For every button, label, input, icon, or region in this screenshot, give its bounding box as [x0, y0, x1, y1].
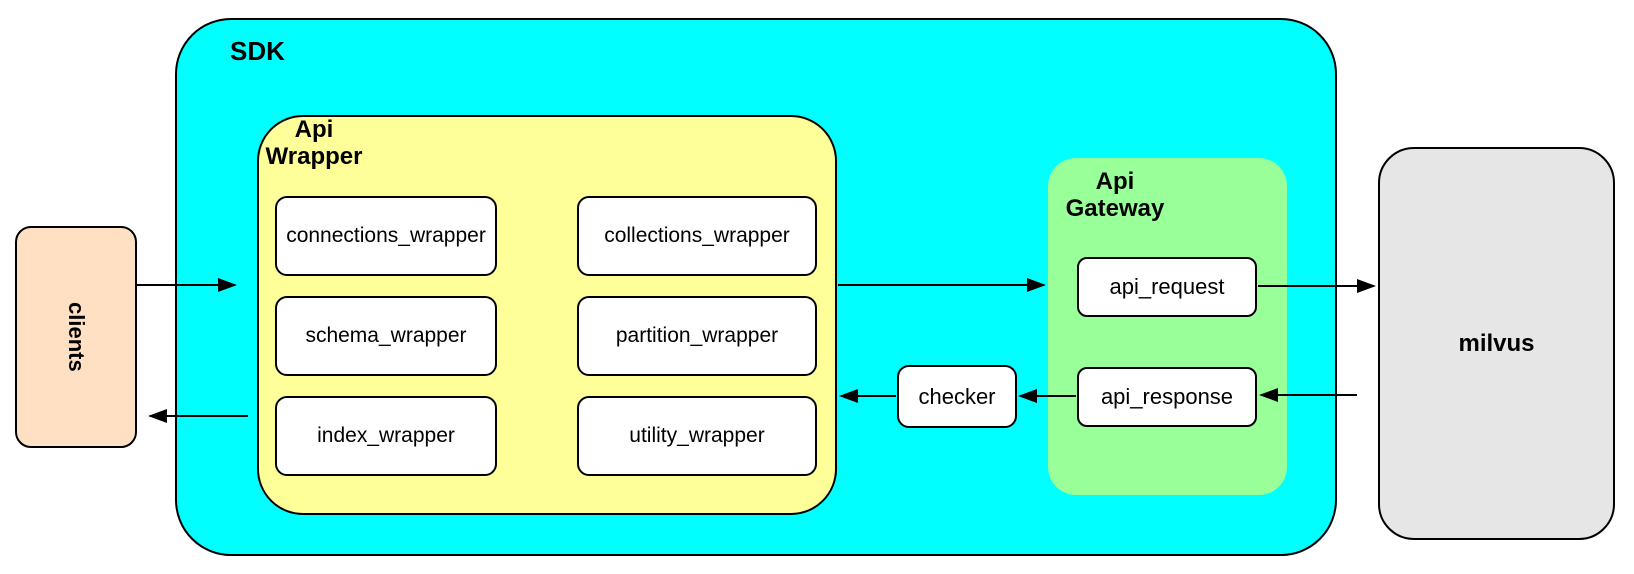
collections-wrapper-box: collections_wrapper [577, 196, 817, 276]
api-response-label: api_response [1100, 384, 1234, 409]
api-request-label: api_request [1109, 274, 1225, 299]
sdk-label: SDK [230, 36, 285, 66]
api-response-box: api_response [1077, 367, 1257, 427]
partition-wrapper-label: partition_wrapper [615, 324, 779, 347]
schema-wrapper-box: schema_wrapper [275, 296, 497, 376]
api-wrapper-label: Api Wrapper [265, 116, 363, 170]
index-wrapper-label: index_wrapper [317, 424, 455, 447]
clients-label: clients [64, 302, 89, 372]
schema-wrapper-label: schema_wrapper [305, 324, 467, 347]
milvus-label: milvus [1458, 329, 1535, 357]
checker-box: checker [897, 365, 1017, 428]
utility-wrapper-box: utility_wrapper [577, 396, 817, 476]
checker-label: checker [918, 383, 996, 409]
index-wrapper-box: index_wrapper [275, 396, 497, 476]
utility-wrapper-label: utility_wrapper [629, 424, 765, 447]
api-gateway-label: Api Gateway [1065, 168, 1165, 222]
api-request-box: api_request [1077, 257, 1257, 317]
connections-wrapper-box: connections_wrapper [275, 196, 497, 276]
api-gateway-box [1048, 158, 1287, 495]
collections-wrapper-label: collections_wrapper [604, 224, 790, 247]
partition-wrapper-box: partition_wrapper [577, 296, 817, 376]
connections-wrapper-label: connections_wrapper [286, 224, 486, 247]
milvus-box: milvus [1378, 147, 1615, 540]
clients-box: clients [15, 226, 137, 448]
